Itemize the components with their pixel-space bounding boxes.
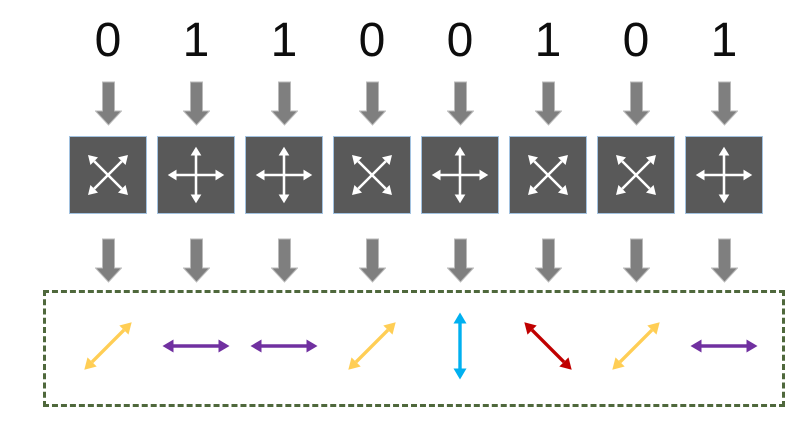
basis-box [509,136,587,214]
photon-output-box [43,290,785,407]
down-arrow-icon [358,238,386,283]
down-arrow-icon [710,238,738,283]
down-arrow-icon [534,81,562,126]
basis-box [597,136,675,214]
photons-row [64,300,768,392]
basis-squares-row [64,136,768,214]
down-arrow-icon [358,81,386,126]
down-arrow-icon [710,81,738,126]
bit-value: 0 [622,13,650,67]
photon-polarization-arrow [506,304,590,388]
bits-row: 0 1 1 0 0 1 0 1 [64,12,768,68]
photon-polarization-arrow [682,304,766,388]
down-arrow-icon [622,81,650,126]
down-arrow-icon [94,238,122,283]
down-arrow-icon [270,81,298,126]
down-arrow-icon [182,238,210,283]
down-arrow-icon [182,81,210,126]
bit-value: 1 [710,13,738,67]
bit-value: 0 [358,13,386,67]
bit-value: 0 [94,13,122,67]
basis-box [333,136,411,214]
emit-arrows-row [64,236,768,284]
down-arrow-icon [534,238,562,283]
encode-arrows-row [64,80,768,126]
photon-polarization-arrow [418,304,502,388]
basis-box [157,136,235,214]
basis-box [245,136,323,214]
down-arrow-icon [446,81,474,126]
bit-value: 1 [270,13,298,67]
bit-value: 1 [534,13,562,67]
basis-box [421,136,499,214]
photon-polarization-arrow [242,304,326,388]
photon-polarization-arrow [330,304,414,388]
down-arrow-icon [270,238,298,283]
bit-value: 1 [182,13,210,67]
bit-value: 0 [446,13,474,67]
photon-polarization-arrow [594,304,678,388]
basis-box [685,136,763,214]
photon-polarization-arrow [66,304,150,388]
down-arrow-icon [94,81,122,126]
photon-polarization-arrow [154,304,238,388]
down-arrow-icon [622,238,650,283]
basis-box [69,136,147,214]
down-arrow-icon [446,238,474,283]
